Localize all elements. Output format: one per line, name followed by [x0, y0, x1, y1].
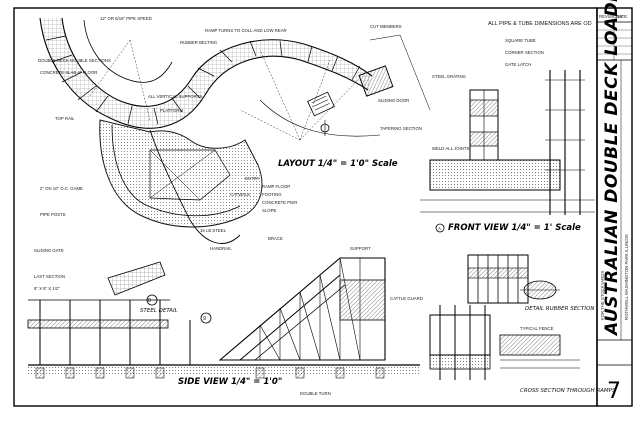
detail-marker-9: 9	[203, 316, 206, 322]
drawing-subtitle-1: ROTHWELL WASHINGTON PARK ILLINOIS	[624, 234, 629, 320]
annotation-a13: 2" ON 10" O.C. GAME	[40, 186, 83, 191]
annotation-a12: CATWALK	[230, 192, 250, 197]
detail-marker-8: 8	[148, 298, 151, 304]
note-all-pipe: ALL PIPE & TUBE DIMENSIONS ARE OD	[488, 21, 592, 27]
annotation-a3: CONCRETE SLAB 4" FLOOR	[40, 70, 97, 75]
annotation-a16: RAMP FLOOR	[262, 184, 290, 189]
title-block-border	[596, 7, 633, 407]
annotation-a21: CORNER SECTION	[505, 50, 544, 55]
title-block-header-1: REVISIONS	[599, 14, 623, 19]
layout-view-title: LAYOUT 1/4" = 1'0" Scale	[278, 159, 398, 169]
annotation-a33: DOUBLE TURN	[300, 391, 331, 396]
annotation-a14: TOP RAIL	[55, 116, 75, 121]
detail-rubber-title: DETAIL RUBBER SECTION	[525, 306, 594, 312]
annotation-a1: 12" OR 5/16" PIPE SPEED	[100, 16, 152, 21]
annotation-a27: LAST SECTION	[34, 274, 65, 279]
annotation-a4: RUBBER BELTING	[180, 40, 218, 45]
annotation-a24: WELD ALL JOINTS	[432, 146, 469, 151]
annotation-a32: CATTLE GUARD	[390, 296, 423, 301]
annotation-a2: DOUBLE DECK DOUBLE SECTIONS	[38, 58, 111, 63]
detail-structure	[467, 254, 560, 304]
title-block	[597, 21, 632, 366]
annotation-a29: BRACE	[268, 236, 283, 241]
front-view-title: FRONT VIEW 1/4" = 1' Scale	[448, 223, 581, 233]
steel-detail-title: STEEL DETAIL	[140, 308, 178, 314]
annotation-a10: TAPERING SECTION	[380, 126, 422, 131]
annotation-a22: GATE LATCH	[505, 62, 531, 67]
annotation-a19: SLOPE	[262, 208, 276, 213]
sheet-number: 7	[607, 379, 621, 404]
annotation-a7: PLATFORM	[160, 108, 183, 113]
side-view	[27, 257, 420, 379]
cross-section-title: CROSS SECTION THROUGH RAMPS	[520, 388, 616, 394]
annotation-a11: 16 LB STEEL	[200, 228, 227, 233]
annotation-a34: ENTRY	[245, 176, 260, 181]
annotation-a20: SQUARE TUBE	[505, 38, 536, 43]
front-view: A	[420, 70, 595, 233]
annotation-a26: SLIDING GATE	[34, 248, 64, 253]
cross-section	[429, 305, 580, 380]
drawing-title: AUSTRALIAN DOUBLE DECK LOADING RAMP	[602, 0, 622, 337]
annotation-a9: SLIDING DOOR	[378, 98, 409, 103]
annotation-a25: TYPICAL FENCE	[520, 326, 554, 331]
annotation-a8: CUT MEMBERS	[370, 24, 402, 29]
annotation-a5: RAMP TURNS TO COLL AND LOW REAR	[205, 28, 287, 33]
annotation-a18: CONCRETE PIER	[262, 200, 297, 205]
detail-marker-a: A	[438, 226, 441, 231]
annotation-a6: ALL VERTICAL SUPPORTS	[148, 94, 202, 99]
layout-view	[39, 17, 431, 244]
annotation-a31: SUPPORT	[350, 246, 371, 251]
annotation-a17: FOOTING	[262, 192, 282, 197]
side-view-title: SIDE VIEW 1/4" = 1'0"	[178, 377, 282, 387]
drawing-subtitle-2: FOR THE STOCKYARDS	[600, 271, 605, 320]
notes-block: RAMP FLOOR FOOTING CONCRETE PIER SLOPE	[262, 184, 297, 213]
title-block-header-2: DATE	[616, 14, 627, 19]
annotation-a23: STEEL GRATING	[432, 74, 467, 79]
annotation-a15: PIPE POSTS	[40, 212, 66, 217]
annotation-a28: HANDRAIL	[210, 246, 232, 251]
annotation-a30: 8" X 8" X 1/2"	[34, 286, 60, 291]
